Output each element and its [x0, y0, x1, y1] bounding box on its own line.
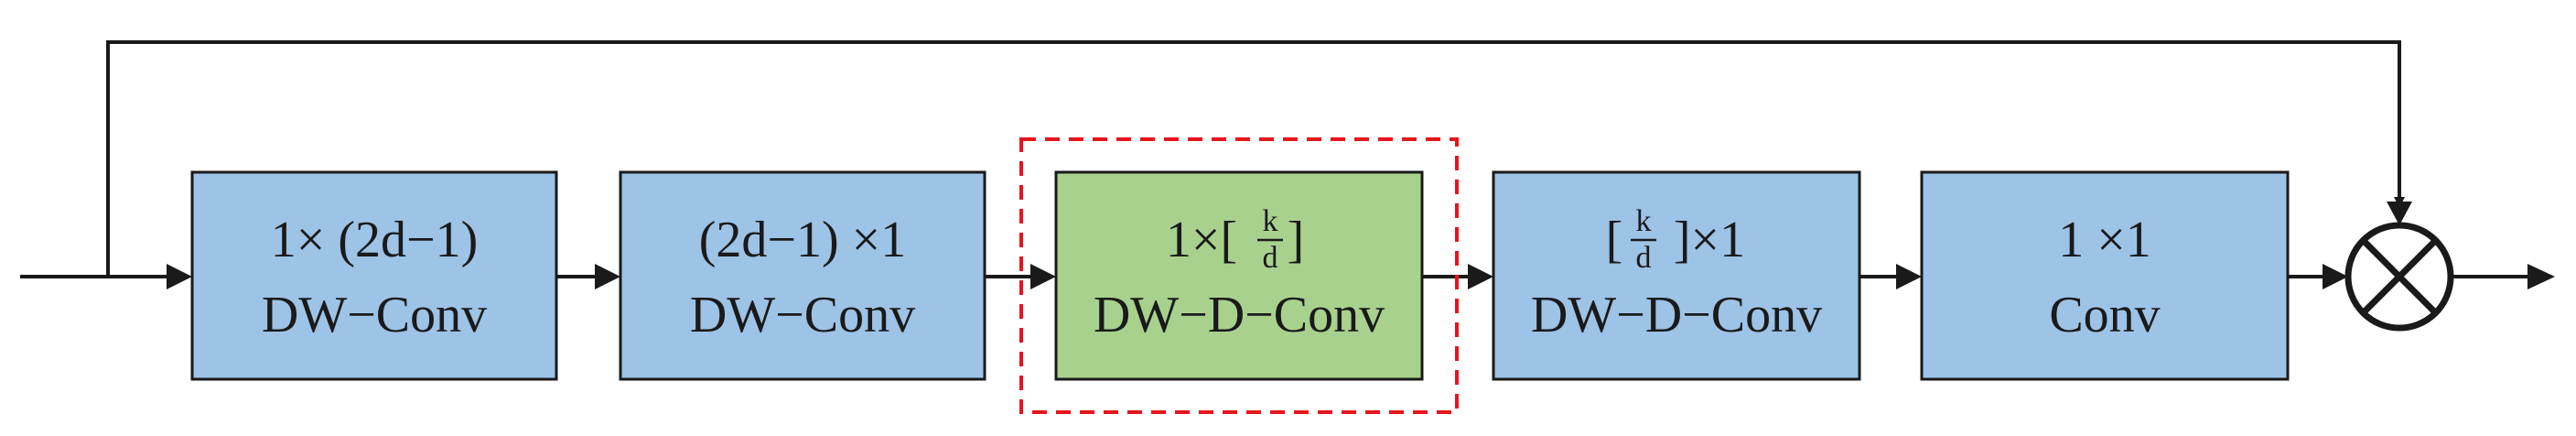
block-1-line1: 1× (2d−1)	[271, 212, 478, 268]
connector-1-2-head	[595, 264, 620, 289]
highlight-dashed-frame	[1019, 137, 1459, 414]
block-2-line1: (2d−1) ×1	[699, 212, 906, 268]
block-2-box	[619, 170, 986, 381]
block-4-frac-numerator: k	[1636, 204, 1652, 238]
connector-4-5-head	[1896, 264, 1922, 289]
connector-3-4-head	[1468, 264, 1493, 289]
block-3-line1-suffix: ]	[1288, 212, 1305, 268]
block-3-frac-numerator: k	[1263, 204, 1278, 238]
block-3-frac-denominator: d	[1263, 241, 1278, 275]
block-4-box	[1492, 170, 1861, 381]
block-4-line1-suffix: ]×1	[1674, 212, 1745, 268]
circled-times-icon	[2344, 222, 2454, 332]
block-1-line2: DW−Conv	[262, 287, 487, 343]
block-3-line1-prefix: 1×[	[1166, 212, 1237, 268]
block-3: 1×[ k d ] DW−D−Conv	[1054, 170, 1424, 381]
connector-5-multiply-head	[2323, 264, 2348, 289]
block-5-line1: 1 ×1	[2058, 212, 2151, 268]
block-5: 1 ×1 Conv	[1920, 170, 2290, 381]
skip-arrow-head	[2387, 202, 2412, 225]
block-1-box	[190, 170, 558, 381]
block-2-line2: DW−Conv	[690, 287, 915, 343]
block-4: [ k d ]×1 DW−D−Conv	[1492, 170, 1861, 381]
block-4-line2: DW−D−Conv	[1531, 287, 1822, 343]
block-4-line1-prefix: [	[1606, 212, 1623, 268]
block-3-line2: DW−D−Conv	[1094, 287, 1385, 343]
skip-connection-line	[106, 40, 2405, 277]
block-4-frac-denominator: d	[1636, 241, 1652, 275]
block-5-box	[1920, 170, 2290, 381]
input-arrow-head	[167, 264, 192, 289]
block-1: 1× (2d−1) DW−Conv	[190, 170, 558, 381]
output-arrow-head	[2527, 264, 2555, 289]
connector-2-3-head	[1030, 264, 1056, 289]
block-3-box	[1054, 170, 1424, 381]
block-2: (2d−1) ×1 DW−Conv	[619, 170, 986, 381]
block-5-line2: Conv	[2049, 287, 2160, 343]
